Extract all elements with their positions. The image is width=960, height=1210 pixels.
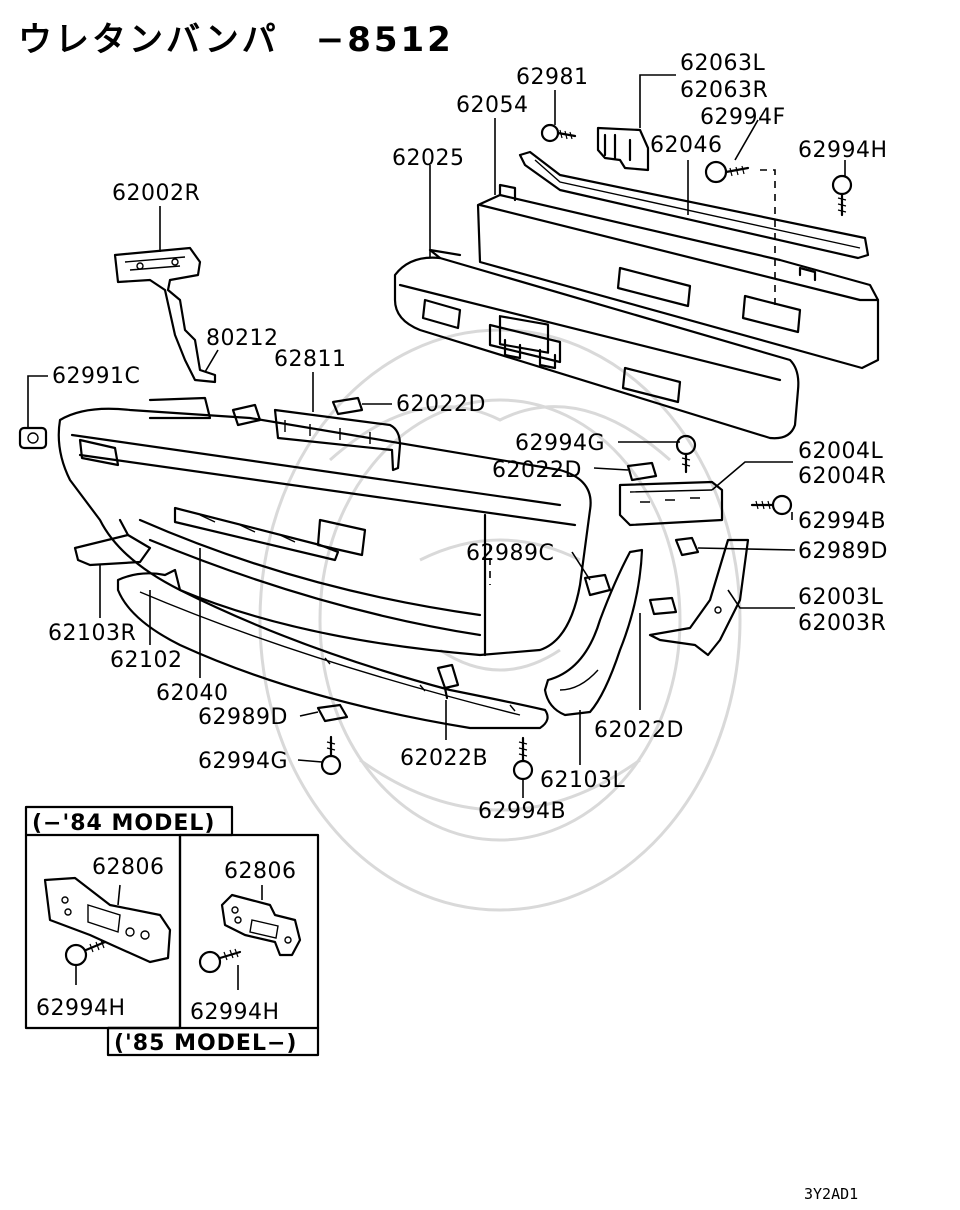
- label-62994H-top: 62994H: [798, 138, 888, 163]
- bolt-62994F: [704, 160, 750, 184]
- bolt-62981: [540, 123, 577, 143]
- label-62989D-low: 62989D: [198, 705, 288, 730]
- label-62022B: 62022B: [400, 746, 488, 771]
- nut-62022D-mid: [626, 461, 658, 482]
- early-model-label: (−'84 MODEL): [32, 811, 215, 836]
- label-62989C: 62989C: [466, 541, 554, 566]
- late-model-box: ('85 MODEL−): [106, 833, 320, 1057]
- bolt-62994B-right: [750, 494, 793, 516]
- license-plate-bracket-62811: [273, 408, 402, 472]
- clip-62989D-right: [674, 536, 700, 557]
- label-62981: 62981: [516, 65, 589, 90]
- early-model-box: (−'84 MODEL): [24, 805, 234, 1030]
- label-62994F: 62994F: [700, 105, 786, 130]
- leader-lines: [27, 74, 846, 798]
- label-62004L: 62004L: [798, 439, 883, 464]
- label-62004R: 62004R: [798, 464, 886, 489]
- label-62022D-top: 62022D: [396, 392, 486, 417]
- label-62806-early: 62806: [92, 855, 165, 880]
- nut-62022D-top: [331, 396, 364, 416]
- label-62022D-mid: 62022D: [492, 458, 582, 483]
- label-62991C: 62991C: [52, 364, 140, 389]
- bumper-stay-62046: [518, 150, 870, 260]
- bumper-face-62025: [393, 248, 800, 440]
- side-extension-62103L: [543, 548, 644, 717]
- plate-62806-late: [220, 893, 302, 957]
- label-62806-late: 62806: [224, 859, 297, 884]
- bracket-62063: [596, 126, 650, 172]
- retainer-62004: [618, 480, 724, 527]
- bumper-reinforcement-62054: [476, 183, 880, 370]
- label-62994B-right: 62994B: [798, 509, 886, 534]
- clip-62989D-low: [316, 703, 349, 723]
- assembly-line-62994F: [760, 169, 776, 310]
- label-62022D-low: 62022D: [594, 718, 684, 743]
- label-62994H-late: 62994H: [190, 1000, 280, 1025]
- label-62103L: 62103L: [540, 768, 625, 793]
- clip-62989C: [583, 573, 612, 597]
- bumper-cover-62040: [57, 396, 592, 657]
- under-cover-62103R: [73, 518, 152, 567]
- clip-80212: [231, 403, 262, 427]
- late-model-label: ('85 MODEL−): [114, 1031, 297, 1056]
- label-62003L: 62003L: [798, 585, 883, 610]
- nut-62022D-low: [648, 596, 678, 616]
- bolt-62994H-late: [198, 885, 263, 990]
- bolt-62994B-low: [512, 736, 534, 781]
- reference-code: 3Y2AD1: [804, 1185, 858, 1203]
- label-62989D-right: 62989D: [798, 539, 888, 564]
- label-62063R: 62063R: [680, 78, 768, 103]
- label-62994B-low: 62994B: [478, 799, 566, 824]
- bolt-62994G-mid: [675, 434, 697, 474]
- bracket-62002R: [113, 246, 217, 384]
- label-62994H-early: 62994H: [36, 996, 126, 1021]
- label-62002R: 62002R: [112, 181, 200, 206]
- clip-62022B: [436, 663, 460, 700]
- bolt-62994G-low: [320, 735, 342, 776]
- label-62994G-mid: 62994G: [515, 431, 605, 456]
- label-62811: 62811: [274, 347, 347, 372]
- label-62102: 62102: [110, 648, 183, 673]
- diagram-title: ウレタンバンパ −8512: [18, 20, 454, 60]
- bolt-62994H-early: [64, 884, 121, 985]
- nut-62991C: [18, 426, 48, 450]
- label-62063L: 62063L: [680, 51, 765, 76]
- label-62103R: 62103R: [48, 621, 136, 646]
- label-62040: 62040: [156, 681, 229, 706]
- label-62025: 62025: [392, 146, 465, 171]
- plate-62806-early: [43, 876, 172, 964]
- label-62046: 62046: [650, 133, 723, 158]
- label-62003R: 62003R: [798, 611, 886, 636]
- bolt-62994H-top: [831, 174, 853, 217]
- label-80212: 80212: [206, 326, 279, 351]
- label-62054: 62054: [456, 93, 529, 118]
- label-62994G-low: 62994G: [198, 749, 288, 774]
- bracket-62003: [648, 538, 750, 657]
- spoiler-62102: [116, 568, 549, 730]
